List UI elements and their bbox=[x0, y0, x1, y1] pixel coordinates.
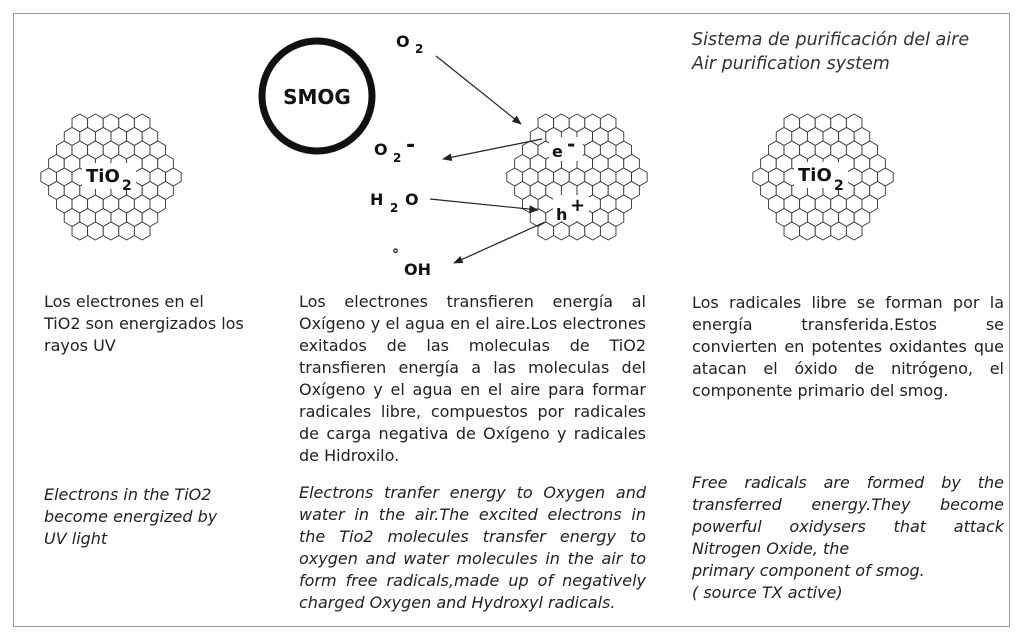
svg-text:e: e bbox=[552, 142, 563, 161]
tio2-label-right: TiO 2 bbox=[794, 162, 848, 194]
middle-text-english: Electrons tranfer energy to Oxygen and w… bbox=[299, 483, 646, 612]
svg-text:2: 2 bbox=[122, 178, 132, 194]
svg-text:H: H bbox=[370, 190, 383, 209]
h2o-label: H 2 O bbox=[370, 190, 419, 215]
middle-text-spanish: Los electrones transfieren energía al Ox… bbox=[299, 292, 646, 465]
svg-text:TiO: TiO bbox=[86, 166, 120, 187]
smog-label: SMOG bbox=[283, 85, 351, 109]
svg-text:-: - bbox=[567, 132, 575, 156]
hexagon-cell bbox=[814, 221, 832, 241]
svg-text:O: O bbox=[396, 32, 410, 51]
arrow-lattice-to-o2-minus bbox=[442, 138, 543, 162]
hexagon-cell bbox=[830, 221, 847, 241]
left-text-spanish: Los electrones en el TiO2 son energizado… bbox=[44, 292, 244, 355]
right-text-english-source: ( source TX active) bbox=[692, 583, 843, 602]
svg-text:OH: OH bbox=[404, 260, 431, 279]
diagram-frame bbox=[13, 13, 1010, 627]
hexagon-cell bbox=[133, 221, 151, 241]
svg-text:O: O bbox=[405, 190, 419, 209]
hexagon-cell bbox=[799, 221, 816, 241]
hexagon-cell bbox=[553, 221, 570, 241]
svg-text:2: 2 bbox=[834, 178, 844, 194]
arrow-h2o-to-lattice bbox=[429, 198, 539, 213]
svg-text:2: 2 bbox=[393, 151, 401, 165]
o2-minus-label: O 2 - bbox=[374, 133, 415, 165]
arrow-lattice-to-hydroxyl bbox=[453, 221, 546, 264]
right-text-english: Free radicals are formed by the transfer… bbox=[692, 472, 1004, 604]
tio2-lattice-left bbox=[40, 113, 182, 241]
hexagon-cell bbox=[71, 221, 89, 241]
svg-text:O: O bbox=[374, 140, 388, 159]
svg-text:-: - bbox=[406, 133, 415, 158]
svg-text:+: + bbox=[570, 195, 585, 216]
hydroxyl-label: ° OH bbox=[392, 247, 431, 279]
tio2-label-left: TiO 2 bbox=[82, 163, 136, 194]
o2-label: O 2 bbox=[396, 32, 423, 56]
left-text-english: Electrons in the TiO2 become energized b… bbox=[44, 485, 218, 548]
title-english: Air purification system bbox=[692, 54, 890, 74]
smog-circle bbox=[258, 37, 376, 155]
right-text-english-line2: primary component of smog. bbox=[692, 561, 925, 580]
arrow-o2-to-lattice bbox=[435, 55, 522, 125]
svg-text:°: ° bbox=[392, 247, 399, 263]
hexagon-cell bbox=[87, 221, 104, 241]
electron-label: e - bbox=[549, 132, 583, 161]
right-text-english-main: Free radicals are formed by the transfer… bbox=[692, 473, 1004, 558]
svg-text:2: 2 bbox=[415, 42, 423, 56]
hexagon-cell bbox=[845, 221, 863, 241]
hexagon-cell bbox=[599, 221, 617, 241]
svg-text:2: 2 bbox=[390, 201, 398, 215]
hexagon-cell bbox=[568, 221, 586, 241]
hexagon-cell bbox=[102, 221, 120, 241]
hexagon-cell bbox=[783, 221, 801, 241]
right-text-spanish: Los radicales libre se forman por la ene… bbox=[692, 293, 1004, 400]
svg-text:TiO: TiO bbox=[798, 165, 832, 186]
hexagon-cell bbox=[118, 221, 135, 241]
tio2-lattice-center bbox=[506, 113, 648, 241]
hexagon-cell bbox=[584, 221, 601, 241]
svg-text:h: h bbox=[556, 205, 567, 224]
hole-label: h + bbox=[553, 195, 589, 224]
title-spanish: Sistema de purificación del aire bbox=[692, 30, 970, 50]
